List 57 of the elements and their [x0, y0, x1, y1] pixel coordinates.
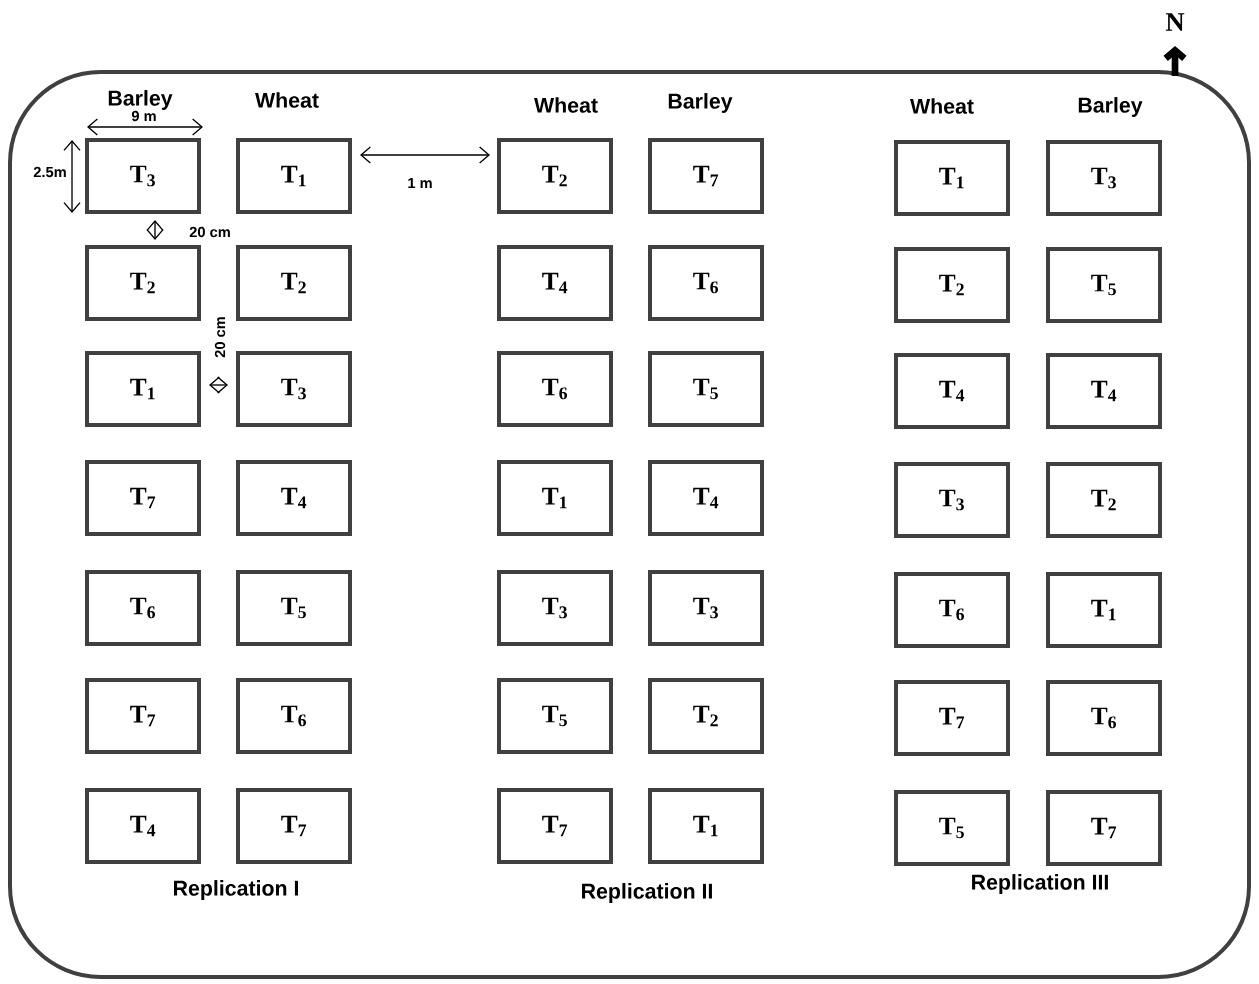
- plot-box: T$_{6}$: [648, 245, 764, 321]
- plot-box: T$_{3}$: [648, 570, 764, 646]
- plot-box: T$_{3}$: [894, 462, 1010, 538]
- replication-label: Replication III: [972, 874, 1108, 894]
- dimension-label: 20 cm: [214, 317, 226, 358]
- column-heading: Wheat: [255, 92, 319, 108]
- north-label: N: [1165, 13, 1185, 31]
- plot-box: T$_{2}$: [85, 245, 201, 321]
- plot-box: T$_{4}$: [894, 353, 1010, 429]
- plot-box: T$_{1}$: [1046, 572, 1162, 648]
- plot-box: T$_{6}$: [85, 570, 201, 646]
- column-heading: Barley: [1078, 97, 1143, 117]
- plot-box: T$_{5}$: [648, 351, 764, 427]
- plot-box: T$_{5}$: [497, 678, 613, 754]
- plot-box: T$_{4}$: [1046, 353, 1162, 429]
- plot-box: T$_{1}$: [648, 788, 764, 864]
- column-heading: Wheat: [534, 97, 598, 113]
- plot-box: T$_{4}$: [85, 788, 201, 864]
- plot-box: T$_{2}$: [894, 247, 1010, 323]
- plot-box: T$_{7}$: [648, 138, 764, 214]
- plot-box: T$_{3}$: [85, 138, 201, 214]
- plot-box: T$_{3}$: [236, 351, 352, 427]
- plot-box: T$_{2}$: [236, 245, 352, 321]
- dimension-label: 9 m: [130, 110, 158, 122]
- replication-label: Replication II: [582, 883, 712, 903]
- plot-box: T$_{7}$: [894, 680, 1010, 756]
- plot-box: T$_{4}$: [497, 245, 613, 321]
- plot-box: T$_{2}$: [497, 138, 613, 214]
- column-heading: Barley: [668, 93, 733, 113]
- plot-box: T$_{7}$: [1046, 790, 1162, 866]
- column-heading: Barley: [108, 90, 173, 110]
- replication-label: Replication I: [174, 880, 298, 900]
- plot-box: T$_{2}$: [648, 678, 764, 754]
- plot-box: T$_{6}$: [497, 351, 613, 427]
- plot-box: T$_{1}$: [85, 351, 201, 427]
- plot-box: T$_{7}$: [497, 788, 613, 864]
- plot-box: T$_{3}$: [497, 570, 613, 646]
- plot-box: T$_{3}$: [1046, 140, 1162, 216]
- plot-box: T$_{5}$: [236, 570, 352, 646]
- plot-box: T$_{4}$: [236, 460, 352, 536]
- plot-box: T$_{5}$: [1046, 247, 1162, 323]
- plot-box: T$_{1}$: [236, 138, 352, 214]
- plot-box: T$_{7}$: [236, 788, 352, 864]
- plot-box: T$_{4}$: [648, 460, 764, 536]
- plot-box: T$_{1}$: [497, 460, 613, 536]
- plot-box: T$_{6}$: [236, 678, 352, 754]
- plot-box: T$_{7}$: [85, 460, 201, 536]
- dimension-label: 20 cm: [188, 226, 232, 238]
- plot-box: T$_{5}$: [894, 790, 1010, 866]
- plot-box: T$_{6}$: [1046, 680, 1162, 756]
- dimension-label: 2.5m: [32, 166, 68, 178]
- dimension-label: 1 m: [406, 177, 434, 189]
- plot-box: T$_{6}$: [894, 572, 1010, 648]
- plot-box: T$_{2}$: [1046, 462, 1162, 538]
- plot-box: T$_{1}$: [894, 140, 1010, 216]
- plot-box: T$_{7}$: [85, 678, 201, 754]
- column-heading: Wheat: [910, 98, 974, 114]
